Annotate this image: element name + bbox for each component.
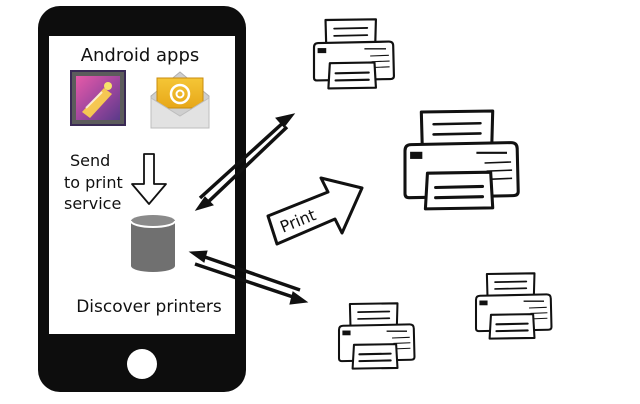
- printer-main[interactable]: [403, 109, 520, 211]
- lower-double-arrow: [188, 250, 309, 305]
- down-arrow-icon: [131, 153, 167, 205]
- printer-bottom-left[interactable]: [337, 302, 416, 370]
- printer-bottom-right[interactable]: [474, 272, 553, 340]
- send-label: Send to print service: [64, 151, 128, 213]
- database-icon: [130, 215, 176, 272]
- discover-label: Discover printers: [76, 297, 222, 317]
- printer-top[interactable]: [312, 18, 395, 90]
- home-button[interactable]: [127, 349, 157, 379]
- print-arrow: Print: [266, 176, 364, 246]
- gallery-app-icon[interactable]: [70, 70, 126, 126]
- apps-title: Android apps: [81, 45, 200, 66]
- upper-double-arrow: [194, 113, 296, 211]
- email-envelope-icon[interactable]: [150, 71, 210, 129]
